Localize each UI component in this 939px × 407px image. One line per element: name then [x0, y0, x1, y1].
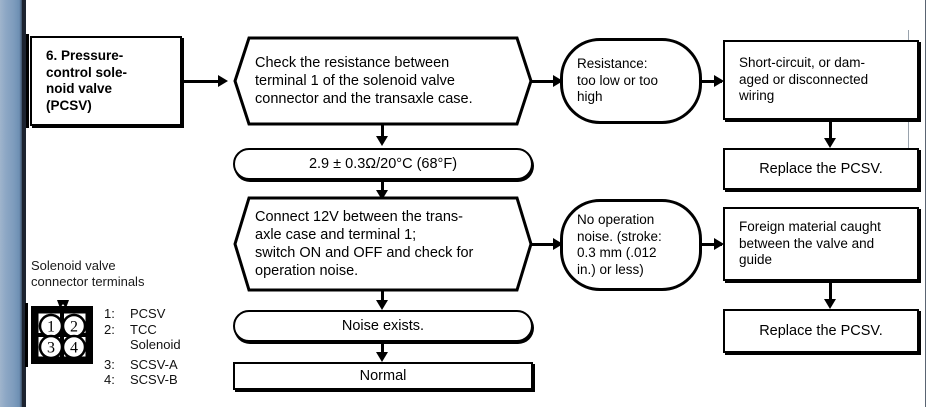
connector-connect12v-to-no-noise: [531, 243, 559, 246]
node-short-circuit-cause: Short-circuit, or dam- aged or disconnec…: [723, 40, 919, 120]
legend-item-3: 3: SCSV-A: [104, 357, 234, 373]
connector-cause1-to-replace1: [829, 120, 832, 142]
connector-cause2-to-replace2: [829, 281, 832, 303]
connector-terminal-icon: 1 2 3 4: [29, 300, 97, 368]
node-replace-pcsv-1-label: Replace the PCSV.: [759, 161, 883, 177]
title-bracket-line: [26, 34, 29, 128]
node-pcsv-title-label: 6. Pressure- control sole- noid valve (P…: [46, 48, 128, 113]
node-no-operation-noise-label: No operation noise. (stroke: 0.3 mm (.01…: [577, 212, 662, 277]
node-replace-pcsv-2-label: Replace the PCSV.: [759, 323, 883, 339]
pin-label-4: 4: [70, 340, 78, 357]
node-check-resistance-label: Check the resistance between terminal 1 …: [255, 55, 473, 107]
node-connect-12v-label: Connect 12V between the trans- axle case…: [255, 209, 474, 279]
connector-check-to-spec: [381, 124, 384, 140]
page-right-rule: [925, 0, 926, 407]
node-foreign-material-cause: Foreign material caught between the valv…: [723, 207, 919, 281]
legend-item-1-label: PCSV: [130, 306, 166, 321]
arrow-connect12v-to-noise-exists: [376, 300, 388, 310]
arrow-cause2-to-replace2: [824, 299, 836, 309]
legend-item-3-num: 3:: [104, 356, 115, 372]
connector-title-to-check: [182, 80, 220, 83]
legend-bracket-line: [25, 303, 28, 367]
connector-connect12v-to-noise-exists: [381, 290, 384, 304]
node-pcsv-title: 6. Pressure- control sole- noid valve (P…: [30, 36, 182, 126]
arrow-noise-exists-to-normal: [376, 352, 388, 362]
node-replace-pcsv-2: Replace the PCSV.: [723, 309, 919, 353]
connector-spec-to-connect12v: [381, 180, 384, 194]
arrow-resistance-bad-to-cause: [714, 75, 724, 87]
connector-check-to-resistance-bad: [531, 80, 559, 83]
legend-item-2-num: 2:: [104, 321, 115, 337]
arrow-check-to-spec: [376, 136, 388, 146]
node-resistance-spec: 2.9 ± 0.3Ω/20°C (68°F): [233, 148, 533, 180]
connector-noise-exists-to-normal: [381, 342, 384, 356]
node-replace-pcsv-1: Replace the PCSV.: [723, 148, 919, 190]
arrow-connect12v-to-no-noise: [553, 238, 563, 250]
node-short-circuit-cause-label: Short-circuit, or dam- aged or disconnec…: [739, 55, 869, 104]
pin-label-2: 2: [70, 319, 78, 336]
node-resistance-out-of-spec: Resistance: too low or too high: [560, 38, 702, 124]
scan-edge-dark-band: [22, 0, 26, 407]
arrow-spec-to-connect12v: [376, 190, 388, 200]
node-resistance-spec-label: 2.9 ± 0.3Ω/20°C (68°F): [308, 156, 458, 172]
node-no-operation-noise: No operation noise. (stroke: 0.3 mm (.01…: [560, 199, 702, 291]
node-normal-label: Normal: [359, 368, 407, 384]
connector-terminal-svg: 1 2 3 4: [31, 300, 93, 364]
node-noise-exists: Noise exists.: [233, 310, 533, 342]
legend-item-4-num: 4:: [104, 372, 115, 387]
chevron-shape: [233, 36, 533, 126]
connector-resistance-bad-to-cause: [700, 80, 722, 83]
pin-label-3: 3: [47, 340, 55, 357]
legend-item-2: 2: TCC Solenoid: [104, 322, 234, 353]
scan-edge-gradient: [0, 0, 22, 407]
legend-entries: 1: PCSV 2: TCC Solenoid 3: SCSV-A 4: SCS…: [104, 306, 234, 388]
node-foreign-material-cause-label: Foreign material caught between the valv…: [739, 219, 881, 268]
chevron-shape-2: [233, 196, 533, 292]
node-normal: Normal: [233, 362, 533, 390]
legend-item-4-label: SCSV-B: [130, 372, 178, 387]
legend-item-4: 4: SCSV-B: [104, 372, 234, 388]
legend-item-3-label: SCSV-A: [130, 356, 178, 372]
legend-title: Solenoid valve connector terminals: [31, 258, 145, 289]
arrow-title-to-check: [218, 75, 228, 87]
node-check-resistance: Check the resistance between terminal 1 …: [233, 36, 533, 126]
node-noise-exists-label: Noise exists.: [341, 318, 425, 334]
arrow-check-to-resistance-bad: [553, 75, 563, 87]
node-connect-12v: Connect 12V between the trans- axle case…: [233, 196, 533, 292]
legend-item-2-label: TCC Solenoid: [130, 321, 181, 353]
node-resistance-out-of-spec-label: Resistance: too low or too high: [577, 56, 659, 105]
arrow-cause1-to-replace1: [824, 138, 836, 148]
pin-label-1: 1: [47, 319, 55, 336]
legend-item-1: 1: PCSV: [104, 306, 234, 322]
connector-no-noise-to-cause: [700, 243, 722, 246]
legend-item-1-num: 1:: [104, 306, 115, 321]
arrow-no-noise-to-cause: [714, 238, 724, 250]
